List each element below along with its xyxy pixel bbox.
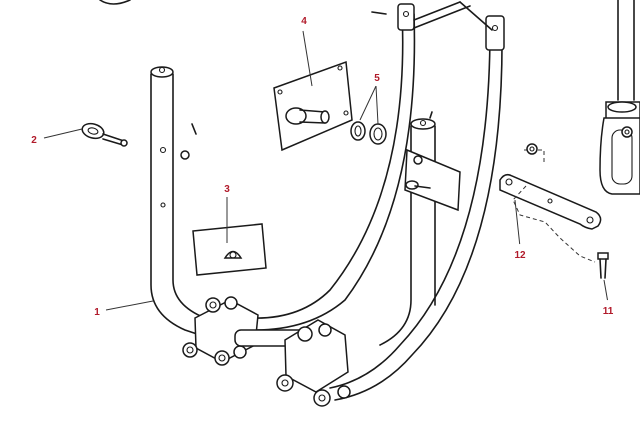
part-3-plate-nut bbox=[192, 223, 267, 276]
leader-1 bbox=[105, 300, 154, 311]
dashed-link-a bbox=[524, 149, 545, 162]
lower-clamp-assembly bbox=[182, 296, 351, 407]
part-2-eye-bolt bbox=[81, 122, 128, 147]
leader-2 bbox=[43, 128, 83, 139]
edge-fragment bbox=[99, 0, 131, 5]
leader-11 bbox=[603, 279, 609, 304]
part-4-mounting-plate bbox=[273, 60, 353, 152]
callout-label-1: 1 bbox=[94, 307, 100, 318]
callout-4: 4 bbox=[295, 11, 313, 29]
part-12-link-arm bbox=[499, 173, 602, 230]
clevis-assembly bbox=[599, 0, 640, 195]
callout-1: 1 bbox=[88, 302, 106, 320]
callout-2: 2 bbox=[25, 130, 43, 148]
small-washer bbox=[180, 150, 190, 160]
callout-12: 12 bbox=[510, 244, 530, 264]
callout-label-2: 2 bbox=[31, 135, 37, 146]
small-screw bbox=[371, 11, 387, 15]
callout-label-5: 5 bbox=[374, 73, 380, 84]
nut-top bbox=[526, 143, 538, 155]
callout-5: 5 bbox=[368, 68, 386, 86]
callout-label-3: 3 bbox=[224, 184, 230, 195]
part-11-bolt bbox=[597, 252, 609, 279]
part-1-u-frame bbox=[150, 1, 505, 401]
callout-label-4: 4 bbox=[301, 16, 307, 27]
callout-label-12: 12 bbox=[514, 250, 526, 261]
callout-label-11: 11 bbox=[603, 306, 614, 317]
leader-12 bbox=[514, 199, 521, 248]
callout-3: 3 bbox=[218, 179, 236, 197]
leader-4 bbox=[302, 30, 313, 87]
bracket-plate bbox=[404, 148, 461, 212]
callout-11: 11 bbox=[598, 300, 618, 320]
part-5-washers bbox=[350, 121, 387, 145]
leader-5 bbox=[359, 85, 379, 125]
split-pin bbox=[191, 123, 197, 135]
